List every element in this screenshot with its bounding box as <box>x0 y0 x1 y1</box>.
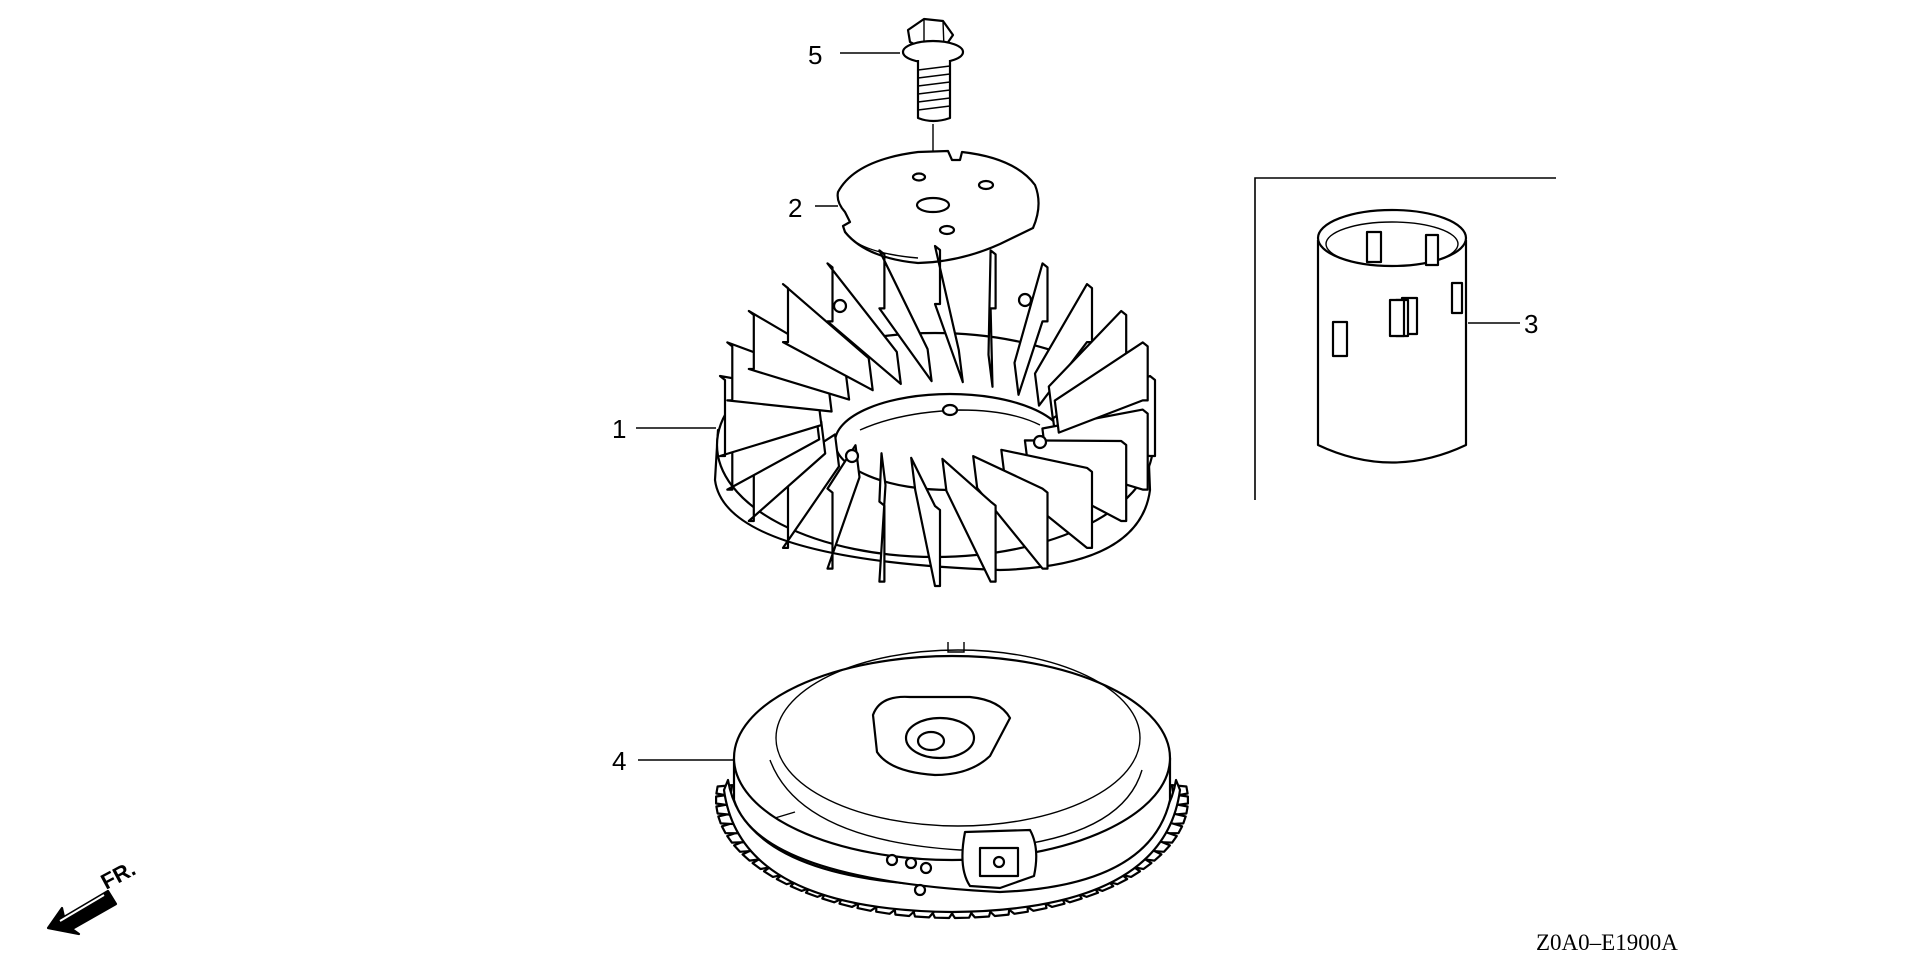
fan-blade <box>933 244 964 384</box>
callout-1: 1 <box>612 414 626 444</box>
callout-4: 4 <box>612 746 626 776</box>
fan-blade <box>747 309 851 401</box>
collar-part[interactable] <box>1316 208 1468 464</box>
fan-blade <box>910 456 942 588</box>
fan-blade <box>878 452 887 583</box>
fan-blade <box>972 455 1049 570</box>
fan-blade <box>987 249 997 388</box>
fan-blade <box>781 283 874 392</box>
callout-2: 2 <box>788 193 802 223</box>
fan-blade <box>826 262 902 385</box>
diagram-code: Z0A0–E1900A <box>1536 930 1678 955</box>
plate-part[interactable] <box>836 149 1040 265</box>
direction-label: FR. <box>97 856 140 895</box>
inset-box <box>1254 177 1556 500</box>
fan-blade <box>878 249 933 383</box>
callout-3: 3 <box>1524 309 1538 339</box>
fan-blade <box>941 457 997 583</box>
cooling-fan-part[interactable] <box>713 244 1157 588</box>
fan-blade <box>1053 341 1149 434</box>
flywheel-part[interactable] <box>715 642 1189 920</box>
bolt-part[interactable] <box>901 17 965 205</box>
callout-5: 5 <box>808 40 822 70</box>
fan-blade <box>826 444 861 570</box>
front-direction-arrow-icon <box>46 889 118 936</box>
fan-blade <box>1013 262 1049 396</box>
